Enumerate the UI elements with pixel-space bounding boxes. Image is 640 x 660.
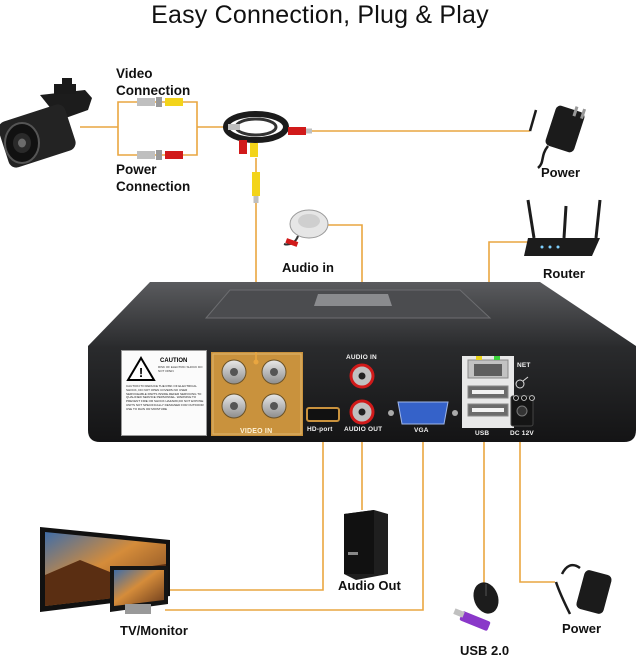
hd-to-tv-wire [165, 422, 324, 591]
top-power-plug [288, 127, 306, 135]
speaker-icon [344, 510, 388, 580]
label-power-connection-1: Power [116, 162, 157, 177]
warning-title: CAUTION [160, 358, 188, 364]
hd-port [306, 407, 340, 422]
label-usb: USB 2.0 [460, 643, 510, 658]
bnc-3 [221, 393, 247, 419]
video-in-block [211, 352, 303, 436]
camera-icon [0, 78, 92, 168]
audio-in-jack [349, 363, 375, 389]
power-plugs [137, 150, 183, 160]
warning-body: CAUTION:TO REDUCE THE RISK OF ELECTRICAL… [126, 384, 204, 411]
dc-jack [510, 395, 534, 427]
port-label-dc: DC 12V [510, 430, 534, 437]
net-usb-block [462, 356, 514, 428]
power-adapter-icon-bottom [554, 563, 612, 615]
net-symbol-icon [515, 376, 529, 389]
label-power-bottom: Power [562, 621, 602, 636]
diagram-title: Easy Connection, Plug & Play [151, 1, 489, 29]
label-audio-in: Audio in [282, 260, 334, 275]
port-label-video-in: VIDEO IN [240, 428, 273, 435]
top-power-plug-tip [306, 128, 312, 134]
warning-subtitle: RISK OF ELECTRIC SHOCK DO NOT OPEN [158, 365, 203, 373]
dc-to-power-wire [519, 425, 555, 583]
port-label-audio-out: AUDIO OUT [344, 426, 383, 433]
port-label-hd: HD-port [307, 426, 333, 433]
usb-drive-icon [453, 608, 491, 631]
video-plugs [137, 97, 183, 107]
vga-port [388, 401, 458, 425]
warning-triangle-icon: ! [126, 356, 156, 381]
label-power-top: Power [541, 165, 581, 180]
port-label-net: NET [517, 362, 531, 369]
svg-text:!: ! [139, 365, 143, 380]
power-adapter-icon [528, 105, 587, 169]
usb-mouse-icon [473, 582, 499, 614]
bnc-1 [221, 359, 247, 385]
label-video-connection-2: Connection [116, 83, 191, 98]
label-audio-out: Audio Out [338, 578, 401, 593]
router-icon [524, 199, 602, 256]
reel-video-plug [252, 172, 260, 196]
cable-reel-icon [223, 111, 289, 157]
label-video-connection-1: Video [116, 66, 153, 81]
bnc-2 [261, 359, 287, 385]
microphone-icon [283, 209, 329, 247]
monitor-icon [40, 527, 170, 614]
label-router: Router [543, 266, 585, 281]
port-label-audio-in: AUDIO IN [346, 354, 377, 361]
dc-polarity-icon [513, 395, 535, 401]
vga-to-tv-wire [165, 425, 424, 611]
warning-label: CAUTION RISK OF ELECTRIC SHOCK DO NOT OP… [121, 350, 207, 436]
label-tv-monitor: TV/Monitor [120, 623, 188, 638]
label-power-connection-2: Connection [116, 179, 191, 194]
bnc-4 [261, 393, 287, 419]
audio-out-jack [349, 399, 375, 425]
reel-video-plug-tip [253, 196, 259, 203]
port-label-vga: VGA [414, 427, 429, 434]
port-label-usb: USB [475, 430, 490, 437]
